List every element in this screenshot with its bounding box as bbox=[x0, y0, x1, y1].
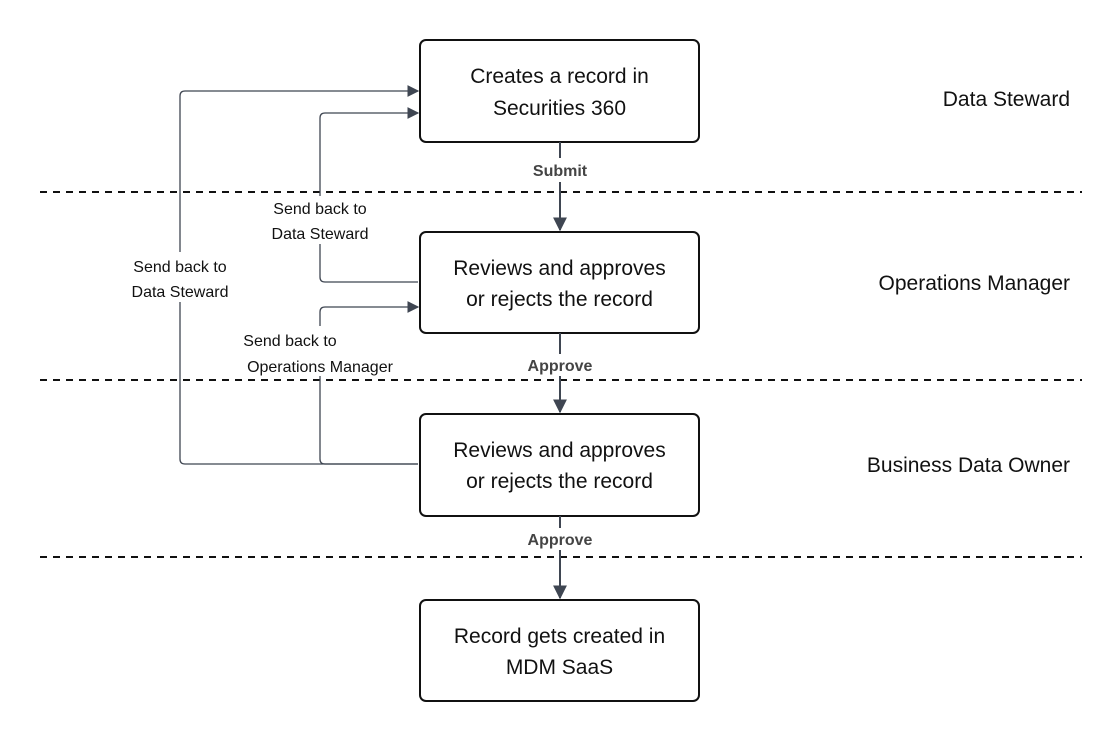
node-create-record-line-1: Creates a record in bbox=[470, 65, 649, 88]
edge-label-submit: Submit bbox=[533, 163, 588, 180]
edge-label-back-bdo-to-ds-line-2: Data Steward bbox=[132, 284, 229, 301]
node-create-record: Creates a record in Securities 360 bbox=[419, 39, 700, 143]
node-record-created-line-2: MDM SaaS bbox=[506, 656, 613, 679]
edge-label-back-om-to-ds-line-2: Data Steward bbox=[272, 226, 369, 243]
node-om-review-line-1: Reviews and approves bbox=[453, 257, 665, 280]
node-om-review: Reviews and approves or rejects the reco… bbox=[419, 231, 700, 334]
node-bdo-review: Reviews and approves or rejects the reco… bbox=[419, 413, 700, 517]
edge-label-back-bdo-to-om-line-2: Operations Manager bbox=[247, 359, 394, 376]
node-om-review-line-2: or rejects the record bbox=[466, 288, 653, 311]
node-record-created-line-1: Record gets created in bbox=[454, 625, 665, 648]
lane-label-data-steward: Data Steward bbox=[943, 88, 1070, 111]
edge-label-bg-approve-1 bbox=[515, 354, 605, 376]
lane-label-business-data-owner: Business Data Owner bbox=[867, 454, 1070, 477]
node-bdo-review-line-2: or rejects the record bbox=[466, 470, 653, 493]
edge-label-bg-approve-2 bbox=[515, 528, 605, 550]
edge-label-approve-2: Approve bbox=[528, 532, 593, 549]
node-record-created: Record gets created in MDM SaaS bbox=[419, 599, 700, 702]
edge-label-back-bdo-to-ds-line-1: Send back to bbox=[133, 259, 227, 276]
edge-label-bg-back-om-to-ds bbox=[258, 196, 382, 244]
node-create-record-line-2: Securities 360 bbox=[493, 97, 626, 120]
arrow-back-bdo-to-om bbox=[319, 301, 420, 465]
node-bdo-review-line-1: Reviews and approves bbox=[453, 439, 665, 462]
edge-label-bg-back-bdo-to-ds bbox=[118, 252, 242, 302]
edge-label-back-om-to-ds-line-1: Send back to bbox=[273, 201, 367, 218]
edge-label-approve-1: Approve bbox=[528, 358, 593, 375]
edge-label-back-bdo-to-om-line-1: Send back to bbox=[243, 333, 337, 350]
edge-label-bg-back-bdo-to-om bbox=[230, 326, 410, 376]
edge-label-bg-submit bbox=[520, 158, 600, 182]
lane-label-operations-manager: Operations Manager bbox=[879, 272, 1070, 295]
